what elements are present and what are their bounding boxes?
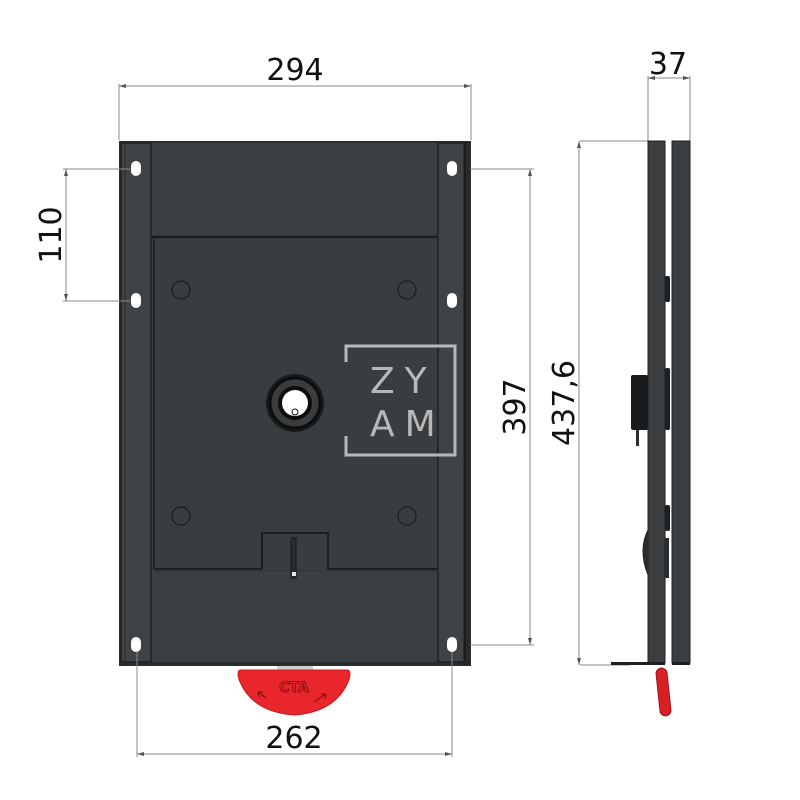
- hole-icon: [131, 293, 141, 308]
- watermark-line1: ZY: [370, 361, 437, 402]
- slot: [290, 537, 297, 579]
- side-handle: [655, 667, 672, 717]
- watermark: ZY AM: [344, 344, 457, 457]
- hole-icon: [131, 637, 141, 652]
- dim-overall-height: 437,6: [547, 360, 582, 446]
- roller-icon: [665, 505, 670, 531]
- front-view: CTA: [119, 141, 471, 716]
- arrow-right-icon: [313, 693, 327, 703]
- lock-block: [631, 375, 648, 430]
- hole-icon: [447, 161, 457, 176]
- dimension-lines: [63, 76, 691, 757]
- screw-icon: [171, 280, 191, 300]
- dim-hole-pitch-vertical: 110: [34, 206, 69, 263]
- mounting-holes: [131, 161, 457, 652]
- dim-overall-width: 294: [266, 53, 323, 88]
- hole-icon: [447, 293, 457, 308]
- left-rail: [120, 142, 152, 663]
- dim-hole-spacing-width: 262: [265, 721, 322, 756]
- screw-icon: [171, 506, 191, 526]
- side-view: [611, 140, 691, 717]
- roller-icon: [665, 368, 670, 430]
- dim-overall-depth: 37: [649, 47, 687, 82]
- screw-icon: [397, 280, 417, 300]
- arrow-left-icon: [257, 691, 267, 699]
- lock-hole-icon: [266, 374, 324, 432]
- handle-label: CTA: [279, 680, 309, 696]
- hole-icon: [447, 637, 457, 652]
- hole-icon: [131, 161, 141, 176]
- watermark-line2: AM: [370, 404, 446, 445]
- dim-hole-span-height: 397: [498, 378, 533, 435]
- cta-handle: CTA: [237, 666, 351, 716]
- screw-icon: [397, 506, 417, 526]
- roller-icon: [665, 276, 670, 302]
- right-rail: [437, 142, 469, 663]
